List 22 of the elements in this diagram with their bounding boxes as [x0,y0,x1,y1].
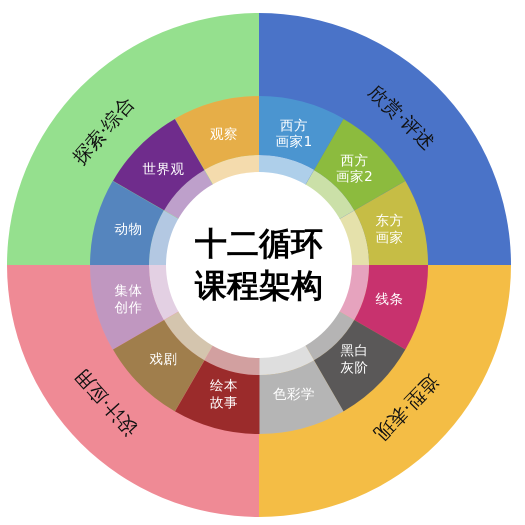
topic-segment [90,265,182,350]
topic-label: 西方画家2 [335,152,374,186]
category-label: 设计·应用 [70,364,143,440]
category-label: 探索·综合 [68,92,140,169]
category-label: 欣赏·评述 [364,80,439,154]
topic-label: 世界观 [142,161,185,178]
topic-label: 东方画家 [374,213,404,247]
category-sector [259,13,511,265]
topic-label: 西方画家1 [274,118,314,152]
center-title: 十二循环课程架构 [194,223,324,306]
topic-label: 色彩学 [272,386,315,404]
topic-label: 集体创作 [114,283,144,317]
category-label: 造型·表现 [370,370,444,445]
topic-label: 观察 [210,126,238,144]
topic-label: 绘本故事 [209,378,240,412]
topic-label: 动物 [114,222,143,238]
category-sector [259,265,511,517]
category-sector [7,265,259,517]
topic-label: 黑白灰阶 [339,344,370,378]
topic-label: 线条 [375,292,404,308]
category-sector [7,13,259,265]
topic-label: 戏剧 [150,352,178,369]
